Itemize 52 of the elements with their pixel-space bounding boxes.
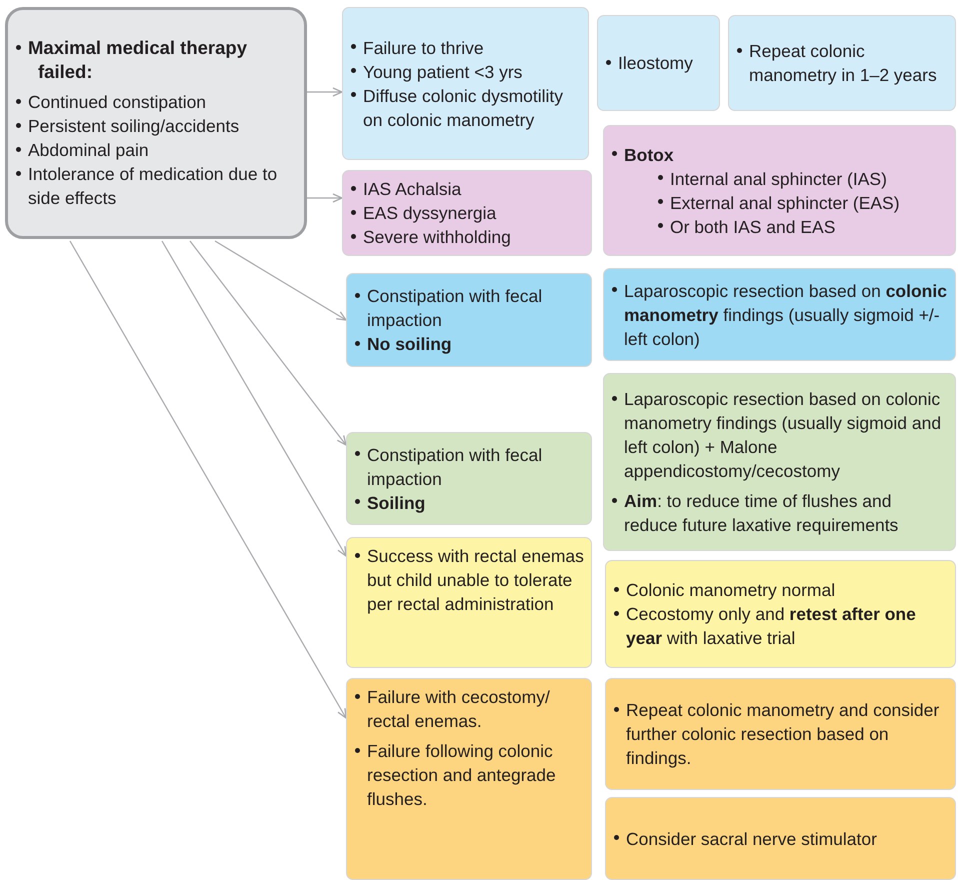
option-box bbox=[603, 125, 956, 256]
bullet-text: Cecostomy only and retest after one year with laxative trial bbox=[626, 604, 916, 648]
option-box bbox=[728, 15, 956, 111]
bullet-text: Soiling bbox=[367, 492, 426, 512]
arrow bbox=[69, 240, 347, 719]
bullet-text: Repeat colonic manometry in 1–2 years bbox=[749, 41, 937, 85]
bullet-text: Laparoscopic resection based on colonic manometry findings (usually sigmoid and left colon) + Malone appendicostomy/cecostomy bbox=[624, 389, 942, 481]
bullet-text: Young patient <3 yrs bbox=[363, 62, 522, 82]
bullet-text: Repeat colonic manometry and consider further colonic resection based on findings. bbox=[626, 700, 940, 768]
option-box bbox=[346, 678, 592, 880]
arrow bbox=[307, 87, 343, 97]
arrow bbox=[214, 240, 347, 321]
arrow bbox=[161, 240, 347, 557]
bullet-text: Success with rectal enemas but child unable to tolerate per rectal administration bbox=[367, 546, 584, 614]
bullet-text: External anal sphincter (EAS) bbox=[670, 192, 900, 212]
arrow bbox=[307, 193, 343, 203]
bullet-text: Severe withholding bbox=[363, 227, 511, 247]
bullet-text: Diffuse colonic dysmotility on colonic manometry bbox=[363, 86, 564, 130]
bullet-text: Constipation with fecal impaction bbox=[367, 444, 542, 488]
option-box bbox=[603, 373, 956, 551]
criteria-box bbox=[5, 7, 307, 239]
option-box bbox=[603, 268, 956, 361]
bullet-text: Consider sacral nerve stimulator bbox=[626, 828, 877, 848]
option-box bbox=[342, 170, 592, 256]
bullet-text: EAS dyssynergia bbox=[363, 203, 496, 223]
option-box bbox=[605, 560, 956, 668]
bullet-text: Laparoscopic resection based on colonic manometry findings (usually sigmoid +/- left colon) bbox=[624, 280, 947, 348]
bullet-text: Abdominal pain bbox=[28, 140, 149, 160]
arrow bbox=[190, 240, 347, 446]
option-box bbox=[597, 15, 720, 111]
bullet-text: Or both IAS and EAS bbox=[670, 216, 836, 236]
bullet-text: No soiling bbox=[367, 334, 452, 354]
bullet-text: Maximal medical therapy failed: bbox=[28, 37, 248, 82]
bullet-text: Ileostomy bbox=[618, 53, 693, 73]
bullet-text: Botox bbox=[624, 144, 674, 164]
bullet-text: Constipation with fecal impaction bbox=[367, 286, 542, 330]
bullet-text: Colonic manometry normal bbox=[626, 580, 836, 600]
option-box bbox=[346, 273, 592, 367]
option-box bbox=[346, 432, 592, 525]
option-box bbox=[605, 678, 956, 790]
option-box bbox=[346, 537, 592, 668]
bullet-text: Continued constipation bbox=[28, 92, 206, 112]
bullet-text: Aim: to reduce time of flushes and reduce future laxative requirements bbox=[624, 491, 898, 535]
bullet-text: Persistent soiling/accidents bbox=[28, 116, 240, 136]
option-box bbox=[605, 797, 956, 880]
bullet-text: Intolerance of medication due to side effects bbox=[28, 164, 278, 208]
option-box bbox=[342, 7, 589, 160]
bullet-text: Internal anal sphincter (IAS) bbox=[670, 168, 887, 188]
bullet-text: Failure following colonic resection and antegrade flushes. bbox=[367, 741, 556, 809]
bullet-text: Failure with cecostomy/ rectal enemas. bbox=[367, 687, 550, 731]
bullet-text: Failure to thrive bbox=[363, 38, 484, 58]
bullet-text: IAS Achalsia bbox=[363, 179, 462, 199]
